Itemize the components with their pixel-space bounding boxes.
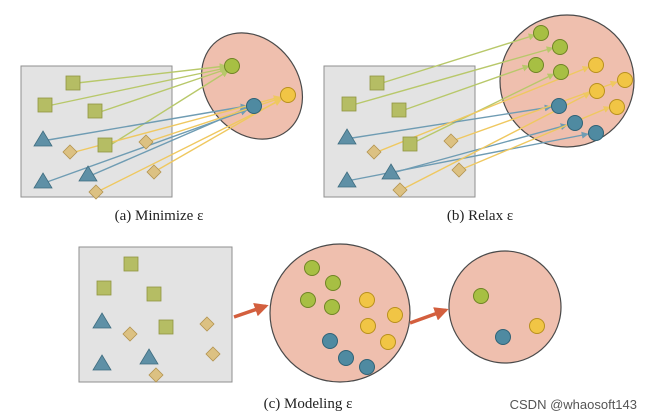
blue-embedding-dot	[567, 115, 583, 131]
feature-space-ellipse-b	[499, 14, 635, 148]
square-sample	[402, 136, 418, 152]
diamond-sample	[88, 184, 104, 200]
arrow-green	[111, 70, 229, 145]
panel-c: (c) Modeling ε	[78, 243, 562, 412]
square-sample	[391, 102, 407, 118]
blue-embedding-dot	[322, 333, 338, 349]
transform-arrow-1	[233, 303, 269, 319]
embeddings-a	[224, 58, 296, 114]
diamond-sample	[443, 133, 459, 149]
caption-a: (a) Minimize ε	[115, 208, 204, 224]
blue-embedding-dot	[338, 350, 354, 366]
square-sample	[65, 75, 81, 91]
arrow-blue	[47, 103, 248, 141]
samples-a	[33, 75, 162, 200]
arrow-green	[355, 46, 554, 105]
feature-space-ellipse-a	[200, 32, 304, 140]
diamond-sample	[146, 164, 162, 180]
panel-b: (b) Relax ε	[323, 14, 635, 224]
square-sample	[158, 319, 174, 335]
green-embedding-dot	[304, 260, 320, 276]
triangle-sample	[381, 163, 401, 180]
yellow-embedding-dot	[529, 318, 545, 334]
triangle-sample	[92, 354, 112, 371]
blue-embedding-dot	[495, 329, 511, 345]
green-embedding-dot	[533, 25, 549, 41]
green-embedding-dot	[224, 58, 240, 74]
triangle-sample	[78, 165, 98, 182]
square-sample	[146, 286, 162, 302]
yellow-embedding-dot	[360, 318, 376, 334]
diamond-sample	[148, 367, 164, 383]
embeddings-c	[300, 260, 403, 375]
yellow-embedding-dot	[387, 307, 403, 323]
square-sample	[341, 96, 357, 112]
diamond-sample	[392, 182, 408, 198]
yellow-embedding-dot	[609, 99, 625, 115]
triangle-sample	[33, 172, 53, 189]
square-sample	[87, 103, 103, 119]
arrow-green	[381, 33, 536, 84]
yellow-embedding-dot	[359, 292, 375, 308]
diamond-sample	[366, 144, 382, 160]
samples-b	[337, 75, 467, 198]
yellow-embedding-dot	[280, 87, 296, 103]
blue-embedding-dot	[588, 125, 604, 141]
yellow-embedding-dot	[617, 72, 633, 88]
embeddings-c-modeled	[473, 288, 545, 345]
square-sample	[96, 280, 112, 296]
caption-b: (b) Relax ε	[447, 208, 513, 224]
diamond-sample	[138, 134, 154, 150]
square-sample	[37, 97, 53, 113]
caption-c: (c) Modeling ε	[264, 396, 353, 412]
diamond-sample	[122, 326, 138, 342]
arrow-yellow	[459, 106, 611, 171]
yellow-embedding-dot	[588, 57, 604, 73]
arrows-a	[46, 63, 282, 193]
transform-arrow-2	[409, 307, 449, 325]
triangle-sample	[337, 171, 357, 188]
green-embedding-dot	[473, 288, 489, 304]
arrow-yellow	[96, 99, 282, 193]
square-sample	[369, 75, 385, 91]
diamond-sample	[62, 144, 78, 160]
samples-c	[92, 256, 221, 383]
green-embedding-dot	[325, 275, 341, 291]
arrow-green	[403, 64, 530, 111]
arrow-green	[76, 63, 227, 84]
diamond-sample	[205, 346, 221, 362]
diamond-sample	[451, 162, 467, 178]
square-sample	[123, 256, 139, 272]
blue-embedding-dot	[246, 98, 262, 114]
embeddings-b	[528, 25, 633, 141]
blue-embedding-dot	[551, 98, 567, 114]
blue-embedding-dot	[359, 359, 375, 375]
green-embedding-dot	[324, 299, 340, 315]
panel-a: (a) Minimize ε	[20, 32, 304, 224]
arrow-green	[51, 65, 227, 106]
yellow-embedding-dot	[589, 83, 605, 99]
diamond-sample	[199, 316, 215, 332]
green-embedding-dot	[528, 57, 544, 73]
feature-space-ellipse-c	[269, 243, 411, 383]
modeled-space-ellipse	[448, 250, 562, 364]
yellow-embedding-dot	[380, 334, 396, 350]
green-embedding-dot	[552, 39, 568, 55]
arrow-green	[99, 67, 228, 113]
triangle-sample	[337, 128, 357, 145]
triangle-sample	[92, 312, 112, 329]
square-sample	[97, 137, 113, 153]
triangle-sample	[139, 348, 159, 365]
watermark-text: CSDN @whaosoft143	[510, 397, 637, 412]
arrow-green	[414, 73, 555, 143]
triangle-sample	[33, 130, 53, 147]
green-embedding-dot	[553, 64, 569, 80]
green-embedding-dot	[300, 292, 316, 308]
